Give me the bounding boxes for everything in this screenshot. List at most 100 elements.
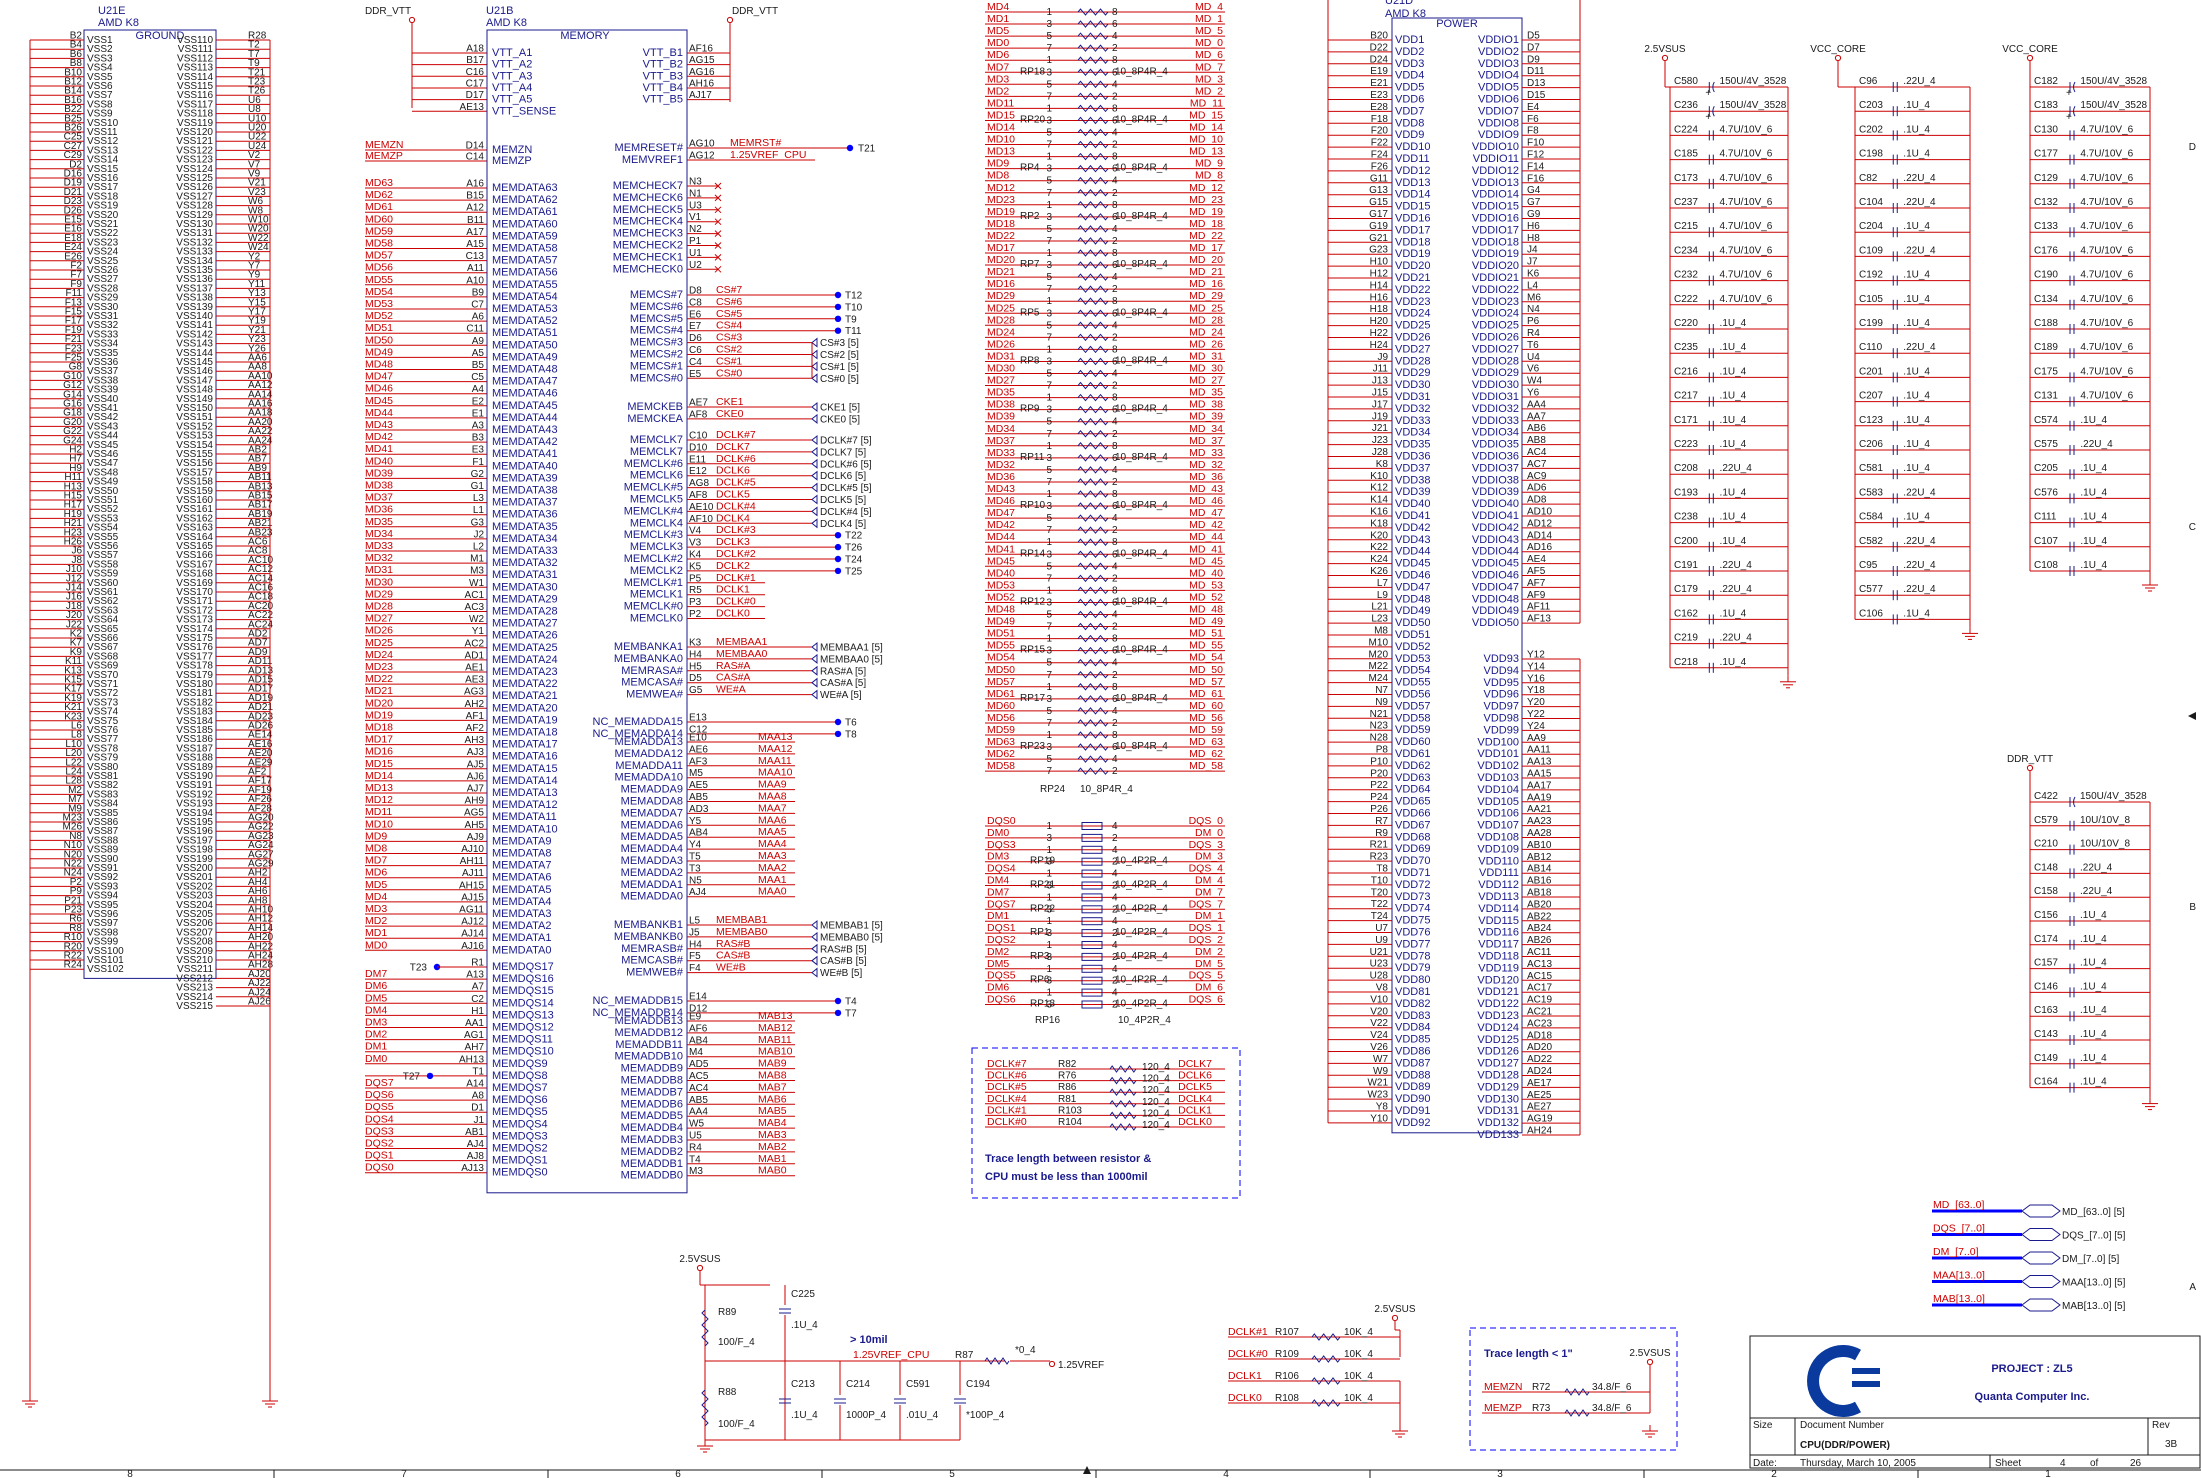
pin-ball: AH5 (465, 820, 485, 831)
resistor-ref: R106 (1275, 1371, 1299, 1382)
resistor-icon (1077, 104, 1109, 113)
net-label: DCLK#2 (716, 548, 756, 560)
pin-ball: A16 (466, 179, 484, 190)
port-label: DQS_[7..0] [5] (2062, 1231, 2126, 1242)
pin-ball: G20 (63, 417, 82, 428)
pin-ball: K19 (64, 693, 82, 704)
resistor-value: 10K_4 (1344, 1349, 1373, 1360)
pin-name: VSS178 (176, 661, 213, 672)
pin-name: MEMZP (492, 155, 532, 167)
cap-ref: C237 (1674, 197, 1698, 208)
title-label: Date: (1753, 1458, 1777, 1469)
port-arrow-icon (811, 943, 818, 954)
pin-name: MEMBANKB0 (614, 931, 683, 943)
pin-ball: N10 (64, 840, 83, 851)
pin-ball: C6 (689, 345, 702, 356)
cap-value: 4.7U/10V_6 (1720, 294, 1773, 305)
pin-ball: AF3 (689, 756, 708, 767)
resistor-icon (1077, 164, 1109, 173)
pin-name: MEMCLK#5 (624, 482, 683, 494)
pin-number: 5 (1046, 465, 1052, 476)
resistor-ref: R88 (718, 1387, 737, 1398)
resistor-value: 10K_4 (1344, 1371, 1373, 1382)
pin-ball: AF11 (1527, 602, 1551, 613)
pin-number: 3 (1046, 501, 1052, 512)
pin-ball: AA16 (248, 399, 273, 410)
pin-ball: W6 (248, 196, 263, 207)
pin-name: VDD128 (1477, 1070, 1519, 1082)
resistor-icon (1077, 128, 1109, 137)
net-label: MD23 (365, 661, 393, 673)
pin-name: MEMDATA49 (492, 351, 558, 363)
pin-name: MEMDATA31 (492, 569, 558, 581)
pin-ball: AJ9 (467, 832, 485, 843)
pin-name: VDD112 (1478, 879, 1519, 891)
pin-ball: J10 (66, 564, 83, 575)
pin-ball: R1 (471, 958, 484, 969)
pin-name: MEMDATA3 (492, 908, 552, 920)
pin-ball: AC4 (689, 1083, 709, 1094)
net-label: MD11 (365, 806, 392, 818)
pin-number: 3 (1046, 164, 1052, 175)
rpack-ref: RP21 (1030, 880, 1055, 891)
pin-name: VDDIO44 (1472, 546, 1519, 558)
pin-ball: AB16 (1527, 876, 1552, 887)
cap-value: .1U_4 (1720, 366, 1747, 377)
pin-name: VDDIO9 (1478, 129, 1519, 141)
pin-ball: AH3 (465, 735, 485, 746)
net-label: MD24 (365, 649, 393, 661)
resistor-icon (1077, 490, 1109, 498)
test-point-label: T12 (845, 291, 863, 302)
pin-ball: F16 (1527, 173, 1545, 184)
pin-name: VDDIO14 (1472, 189, 1519, 201)
pin-number: 2 (1112, 381, 1118, 392)
pin-name: MEMCLK#0 (624, 601, 683, 613)
pin-ball: G24 (63, 435, 82, 446)
pin-ball: AJ24 (248, 987, 271, 998)
pin-name: VSS87 (87, 826, 119, 837)
pin-ball: P23 (64, 905, 82, 916)
pin-name: VDD92 (1395, 1117, 1430, 1129)
pin-ball: AF5 (1527, 566, 1546, 577)
pin-name: MEMADDA8 (621, 796, 683, 808)
pin-name: VSS28 (87, 283, 119, 294)
cap-ref: C208 (1674, 463, 1698, 474)
pin-name: VDD102 (1477, 760, 1519, 772)
pin-number: 3 (1046, 1000, 1052, 1011)
pin-name: VSS93 (87, 881, 119, 892)
pin-name: VSS175 (176, 633, 213, 644)
pin-name: VDD132 (1477, 1117, 1519, 1129)
pin-ball: V7 (248, 159, 261, 170)
pin-ball: T8 (1376, 864, 1388, 875)
pin-number: 4 (1112, 417, 1118, 428)
net-label: MD_53 (1189, 579, 1223, 591)
net-label: MD28 (365, 601, 393, 613)
pin-ball: AH8 (248, 895, 268, 906)
pin-name: VDDIO15 (1472, 201, 1519, 213)
pin-ball: N8 (69, 831, 82, 842)
cap-value: .1U_4 (1903, 366, 1930, 377)
pin-name: MEMADDA4 (621, 843, 683, 855)
port-label: MAA[13..0] [5] (2062, 1278, 2126, 1289)
pin-name: VSS71 (87, 679, 119, 690)
pin-name: VDDIO16 (1472, 213, 1519, 225)
pin-name: VSS197 (176, 835, 213, 846)
pin-name: VSS32 (87, 320, 119, 331)
net-label: MD15 (987, 109, 1015, 121)
net-label: 1.25VREF_CPU (853, 1349, 929, 1361)
pin-name: VSS99 (87, 937, 119, 948)
pin-ball: U23 (1370, 959, 1389, 970)
pin-ball: R5 (689, 585, 702, 596)
pin-ball: M23 (63, 813, 83, 824)
pin-name: VSS130 (176, 219, 213, 230)
pin-name: MEMDATA41 (492, 448, 558, 460)
net-label: DQS7 (365, 1077, 394, 1089)
pin-number: 4 (1112, 31, 1118, 42)
net-label: CS#5 (716, 308, 742, 320)
pin-ball: AE27 (1527, 1102, 1552, 1113)
net-label: MD8 (365, 843, 387, 855)
pin-name: VDD13 (1395, 177, 1430, 189)
net-label: MAB1 (758, 1153, 787, 1165)
pin-name: VDDIO4 (1478, 70, 1519, 82)
pin-ball: Y18 (1527, 685, 1545, 696)
